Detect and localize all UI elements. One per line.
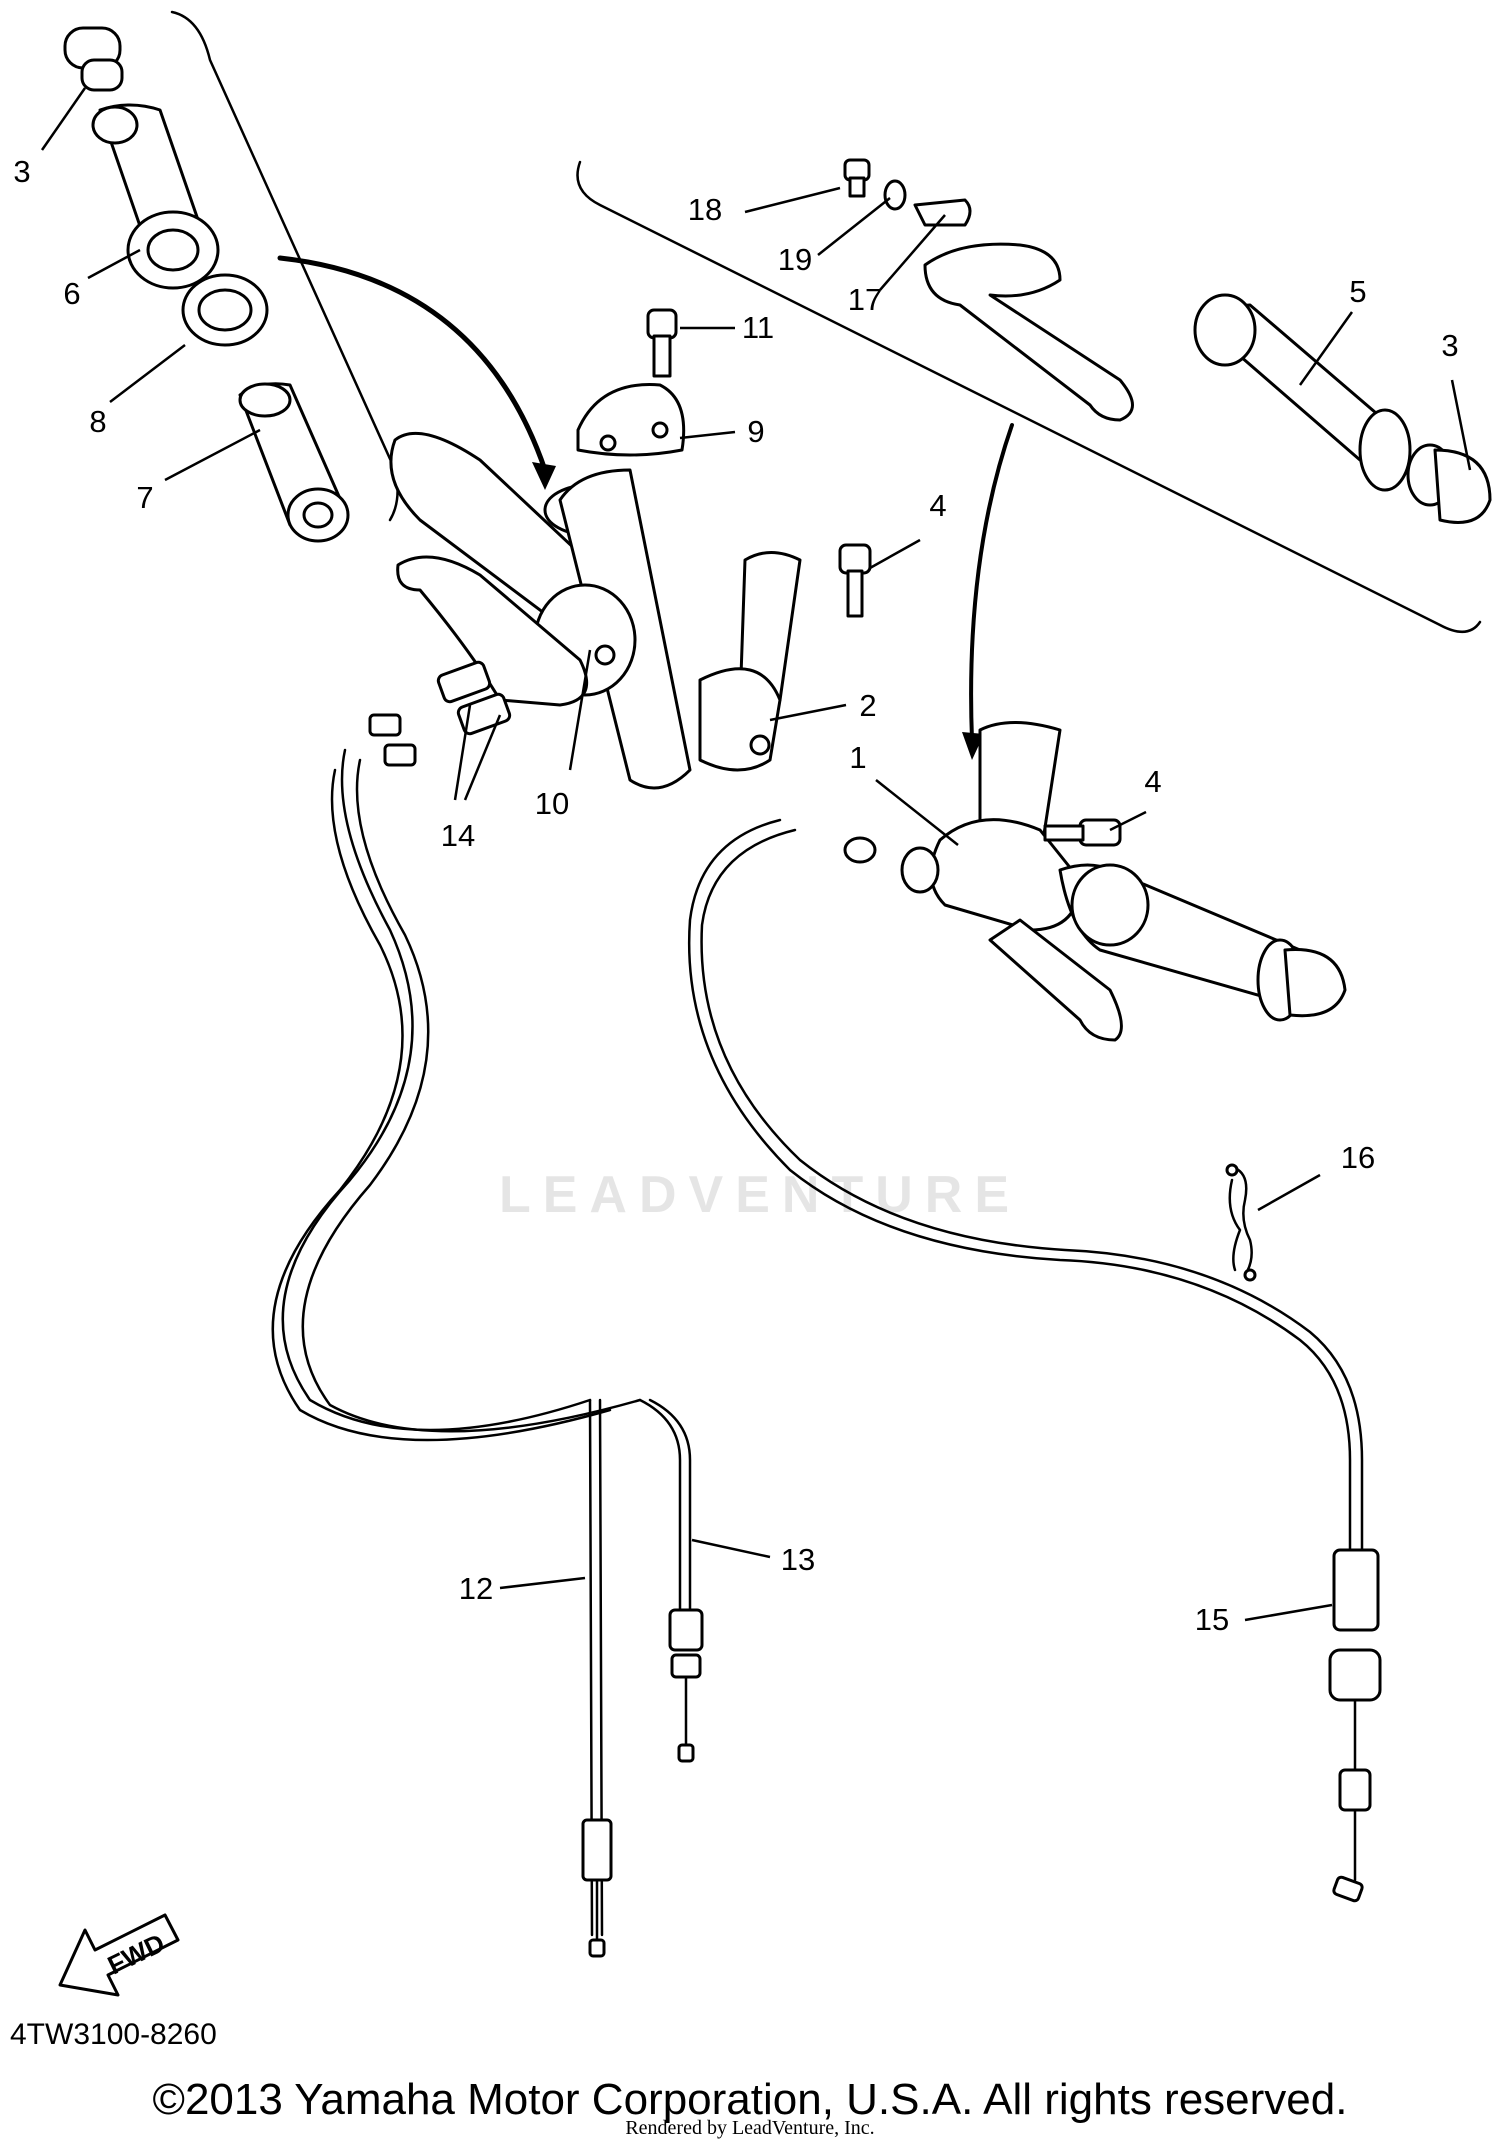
callout-17: 17 bbox=[848, 282, 882, 317]
callout-8: 8 bbox=[89, 404, 106, 439]
cable-13 bbox=[638, 1398, 682, 1642]
screw-11 bbox=[646, 308, 678, 378]
watermark: LEADVENTURE bbox=[498, 1166, 1022, 1224]
cable-13-sheath bbox=[301, 758, 642, 1433]
bolt-4-right bbox=[1043, 818, 1122, 847]
throttle-housing-cap bbox=[576, 383, 686, 457]
callout-12: 12 bbox=[459, 1571, 493, 1606]
callout-3-left: 3 bbox=[13, 154, 30, 189]
callout-9: 9 bbox=[747, 414, 764, 449]
front-brake-lever bbox=[396, 555, 589, 707]
callouts: 1 2 3 3 4 4 5 6 7 8 9 10 11 12 13 14 15 … bbox=[13, 154, 1458, 1637]
throttle-tube bbox=[238, 382, 350, 543]
callout-14: 14 bbox=[441, 818, 475, 853]
collar-washer bbox=[181, 273, 269, 347]
callout-6: 6 bbox=[63, 276, 80, 311]
leader-lines bbox=[40, 87, 1472, 1622]
grip-end-cap-right bbox=[1406, 443, 1492, 524]
cable-12-sheath bbox=[281, 748, 592, 1432]
callout-11: 11 bbox=[742, 310, 774, 345]
clutch-lever-loose bbox=[923, 242, 1134, 422]
group-bracket-right bbox=[576, 160, 1482, 633]
handlebar-clamp bbox=[698, 551, 802, 772]
callout-5: 5 bbox=[1349, 274, 1366, 309]
callout-10: 10 bbox=[535, 786, 569, 821]
bolt-4 bbox=[838, 543, 872, 618]
assembly-arrow-right bbox=[969, 423, 1014, 742]
throttle-housing bbox=[389, 431, 692, 790]
cable-clamp-16 bbox=[1228, 1166, 1253, 1277]
callout-4-upper: 4 bbox=[929, 488, 946, 523]
callout-3-right: 3 bbox=[1441, 328, 1458, 363]
rendered-by: Rendered by LeadVenture, Inc. bbox=[625, 2117, 875, 2139]
group-bracket-left bbox=[170, 10, 399, 522]
cable-12-fitting bbox=[581, 1818, 613, 1958]
callout-18: 18 bbox=[688, 192, 722, 227]
clutch-cable-15-fitting bbox=[1328, 1548, 1382, 1903]
callout-1: 1 bbox=[849, 740, 866, 775]
callout-2: 2 bbox=[859, 688, 876, 723]
pivot-bolt-18 bbox=[843, 158, 871, 198]
throttle-grip bbox=[91, 103, 220, 290]
fwd-arrow: FWD bbox=[58, 1913, 180, 1997]
diagram-code: 4TW3100-8260 bbox=[10, 2018, 217, 2051]
assembly-arrow-left bbox=[277, 255, 548, 473]
bracket-17 bbox=[913, 198, 972, 227]
callout-13: 13 bbox=[781, 1542, 815, 1577]
left-grip bbox=[1193, 293, 1412, 492]
grip-end-cap bbox=[63, 26, 124, 92]
clutch-cable-15 bbox=[687, 818, 1352, 1562]
callout-7: 7 bbox=[136, 480, 153, 515]
callout-15: 15 bbox=[1195, 1602, 1229, 1637]
clamp-eye bbox=[1243, 1268, 1257, 1282]
callout-4-lower: 4 bbox=[1144, 764, 1161, 799]
copyright-notice: ©2013 Yamaha Motor Corporation, U.S.A. A… bbox=[152, 2075, 1348, 2124]
cable-end-fittings bbox=[368, 713, 417, 767]
cable-13-edge bbox=[648, 1398, 692, 1642]
cable-13-fitting bbox=[668, 1608, 704, 1763]
washer-19 bbox=[883, 179, 907, 211]
clutch-lever-holder bbox=[843, 721, 1347, 1042]
clamp-eye bbox=[1225, 1163, 1239, 1177]
callout-16: 16 bbox=[1341, 1140, 1375, 1175]
arrow-head bbox=[532, 462, 556, 490]
callout-19: 19 bbox=[778, 242, 812, 277]
clutch-cable-15-edge bbox=[700, 828, 1364, 1562]
cable-12-sheath-edge bbox=[271, 768, 612, 1442]
